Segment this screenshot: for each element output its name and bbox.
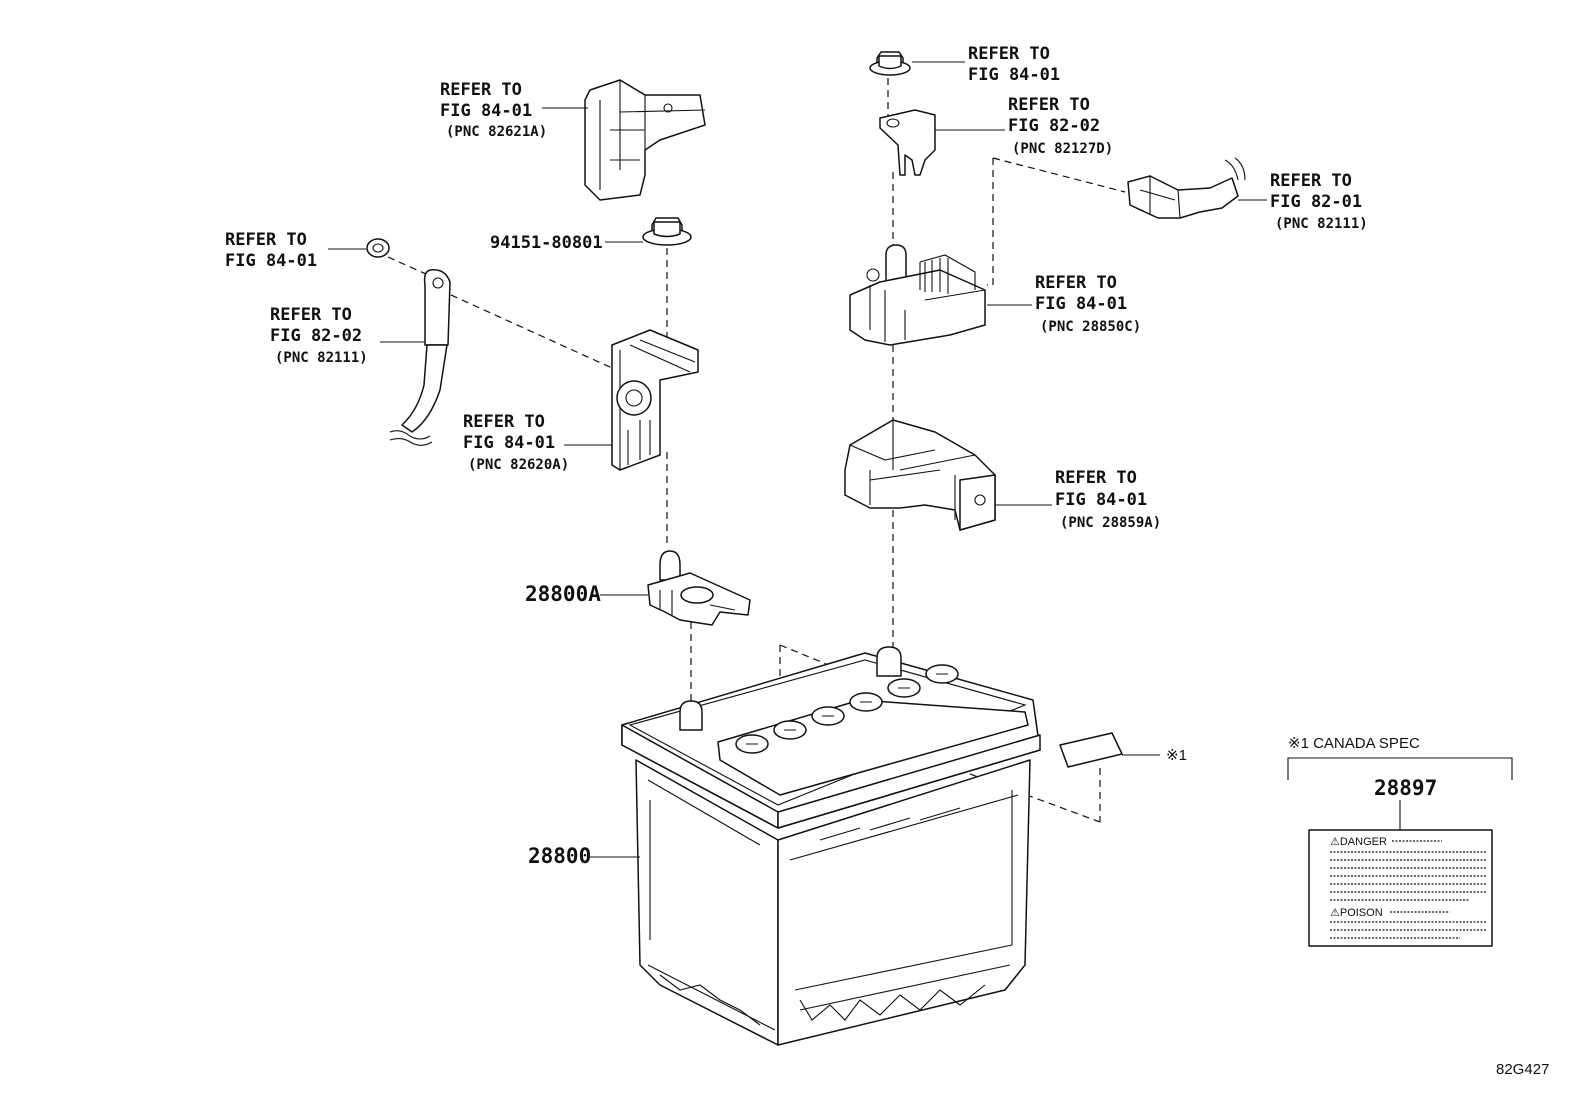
callout-nut-top-line2: FIG 84-01 (968, 65, 1060, 85)
callout-nut-top-line1: REFER TO (968, 44, 1050, 64)
callout-82127d-line1: REFER TO (1008, 95, 1090, 115)
callout-28850c: REFER TO FIG 84-01 (PNC 28850C) (1035, 273, 1141, 335)
callout-28859a-line1: REFER TO (1055, 468, 1137, 488)
battery-28800 (621, 646, 1041, 1046)
part-no-28800: 28800 (528, 844, 591, 868)
part-no-94151-80801: 94151-80801 (490, 233, 603, 253)
part-no-28897: 28897 (1374, 776, 1437, 800)
terminal-cover-82620a (611, 329, 699, 471)
sensor-28850c (849, 244, 986, 346)
nut-94151-80801 (642, 217, 692, 246)
callout-28850c-line1: REFER TO (1035, 273, 1117, 293)
cell-caps (735, 664, 959, 754)
callout-28850c-pnc: (PNC 28850C) (1040, 319, 1141, 335)
callout-28859a-line2: FIG 84-01 (1055, 490, 1147, 510)
label-sheet (1059, 732, 1123, 768)
callout-nut-left-line2: FIG 84-01 (225, 251, 317, 271)
callout-connector-82111: REFER TO FIG 82-01 (PNC 82111) (1270, 171, 1368, 232)
callout-82127d: REFER TO FIG 82-02 (PNC 82127D) (1008, 95, 1113, 157)
note-mark: ※1 (1166, 747, 1187, 764)
callout-28850c-line2: FIG 84-01 (1035, 294, 1127, 314)
terminal-cover-82621a (584, 79, 706, 201)
callout-82620a: REFER TO FIG 84-01 (PNC 82620A) (463, 412, 569, 473)
nut-top (869, 51, 911, 76)
callout-82620a-line1: REFER TO (463, 412, 545, 432)
caution-label-28897 (1308, 829, 1493, 947)
danger-heading: ⚠DANGER (1330, 836, 1387, 848)
callout-nut-left: REFER TO FIG 84-01 (225, 230, 317, 271)
callout-82621a-pnc: (PNC 82621A) (446, 124, 547, 140)
battery-terminal-28800a (647, 550, 751, 626)
callout-connector-pnc: (PNC 82111) (1275, 216, 1368, 232)
part-no-28800a: 28800A (525, 582, 601, 606)
callout-82620a-pnc: (PNC 82620A) (468, 457, 569, 473)
callout-cable-82111: REFER TO FIG 82-02 (PNC 82111) (270, 305, 368, 366)
callout-82620a-line2: FIG 84-01 (463, 433, 555, 453)
connector-82111 (1127, 157, 1246, 219)
callout-28859a: REFER TO FIG 84-01 (PNC 28859A) (1055, 468, 1161, 531)
callout-nut-top: REFER TO FIG 84-01 (968, 44, 1060, 85)
figure-code: 82G427 (1496, 1061, 1549, 1078)
callout-cable-pnc: (PNC 82111) (275, 350, 368, 366)
ground-cable (389, 269, 451, 446)
poison-heading: ⚠POISON (1330, 907, 1383, 919)
callout-cable-line1: REFER TO (270, 305, 352, 325)
canada-spec-group (1287, 757, 1513, 947)
callout-28859a-pnc: (PNC 28859A) (1060, 515, 1161, 531)
callout-82127d-line2: FIG 82-02 (1008, 116, 1100, 136)
callout-82621a-line1: REFER TO (440, 80, 522, 100)
callout-cable-line2: FIG 82-02 (270, 326, 362, 346)
callout-connector-line2: FIG 82-01 (1270, 192, 1362, 212)
clamp-28859a (844, 419, 996, 531)
callout-82621a-line2: FIG 84-01 (440, 101, 532, 121)
nut-left (366, 238, 390, 258)
leader-lines (328, 61, 1267, 858)
bracket-82127d (879, 109, 936, 176)
callout-connector-line1: REFER TO (1270, 171, 1352, 191)
callout-82621a: REFER TO FIG 84-01 (PNC 82621A) (440, 80, 547, 140)
canada-spec-title: ※1 CANADA SPEC (1288, 735, 1420, 752)
callout-nut-left-line1: REFER TO (225, 230, 307, 250)
callout-82127d-pnc: (PNC 82127D) (1012, 141, 1113, 157)
